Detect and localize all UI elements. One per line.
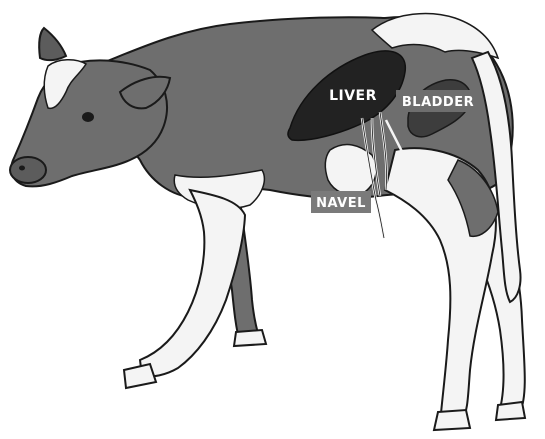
liver-label: LIVER <box>329 88 377 104</box>
nostril <box>19 166 25 171</box>
near-front-hoof <box>124 364 156 388</box>
left-ear <box>39 28 66 60</box>
far-front-hoof <box>234 330 266 346</box>
near-front-leg <box>140 190 245 377</box>
navel-label: NAVEL <box>316 196 366 211</box>
bladder-label: BLADDER <box>402 95 474 110</box>
near-hind-hoof <box>434 410 470 430</box>
muzzle <box>10 157 46 183</box>
eye <box>82 112 94 122</box>
far-hind-hoof <box>496 402 525 420</box>
